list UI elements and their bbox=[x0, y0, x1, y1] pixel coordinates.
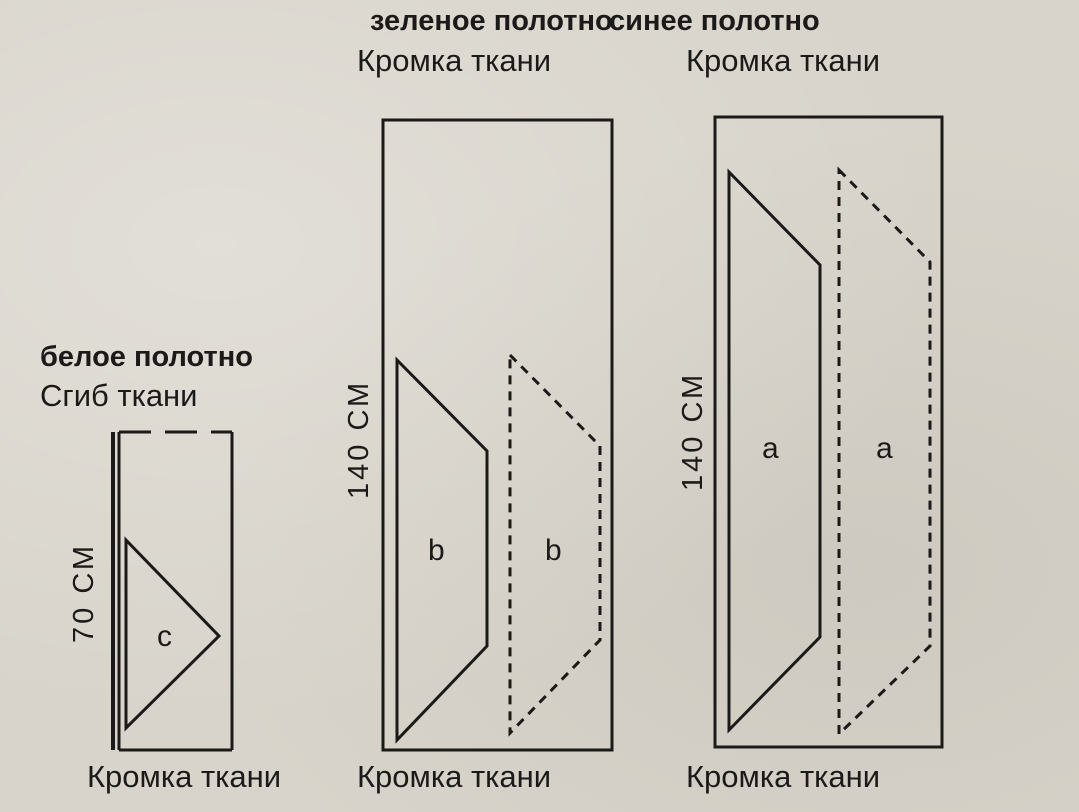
green-fabric-title: зеленое полотно bbox=[370, 5, 613, 37]
pattern-piece-c bbox=[124, 536, 222, 732]
pattern-piece-b-solid-label: b bbox=[428, 534, 445, 567]
pattern-piece-a-dashed-label: a bbox=[876, 432, 893, 465]
blue-fabric-bottom-edge-label: Кромка ткани bbox=[686, 759, 881, 794]
pattern-piece-a-solid-label: a bbox=[762, 432, 779, 465]
white-fabric-panel bbox=[111, 430, 234, 752]
green-fabric-top-edge-label: Кромка ткани bbox=[357, 43, 552, 78]
pattern-piece-b-solid bbox=[395, 356, 489, 744]
pattern-piece-b-dashed-label: b bbox=[545, 534, 562, 567]
blue-fabric-title: синее полотно bbox=[609, 5, 820, 37]
green-fabric-panel bbox=[381, 118, 614, 752]
white-fabric-title: белое полотно bbox=[40, 341, 253, 373]
green-fabric-dimension: 140 СМ bbox=[343, 379, 375, 499]
pattern-piece-b-dashed bbox=[508, 351, 602, 737]
blue-fabric-panel bbox=[713, 115, 944, 749]
white-fabric-bottom-edge-label: Кромка ткани bbox=[87, 759, 282, 794]
white-fabric-dimension: 70 СМ bbox=[68, 542, 100, 643]
blue-fabric-dimension: 140 СМ bbox=[677, 371, 709, 491]
pattern-piece-a-solid bbox=[727, 168, 822, 734]
green-fabric-outline bbox=[381, 118, 614, 752]
pattern-piece-a-dashed bbox=[837, 166, 932, 738]
white-fabric-top-edge-label: Сгиб ткани bbox=[40, 378, 198, 413]
green-fabric-bottom-edge-label: Кромка ткани bbox=[357, 759, 552, 794]
blue-fabric-outline bbox=[713, 115, 944, 749]
blue-fabric-top-edge-label: Кромка ткани bbox=[686, 43, 881, 78]
pattern-piece-c-label: c bbox=[157, 620, 172, 653]
